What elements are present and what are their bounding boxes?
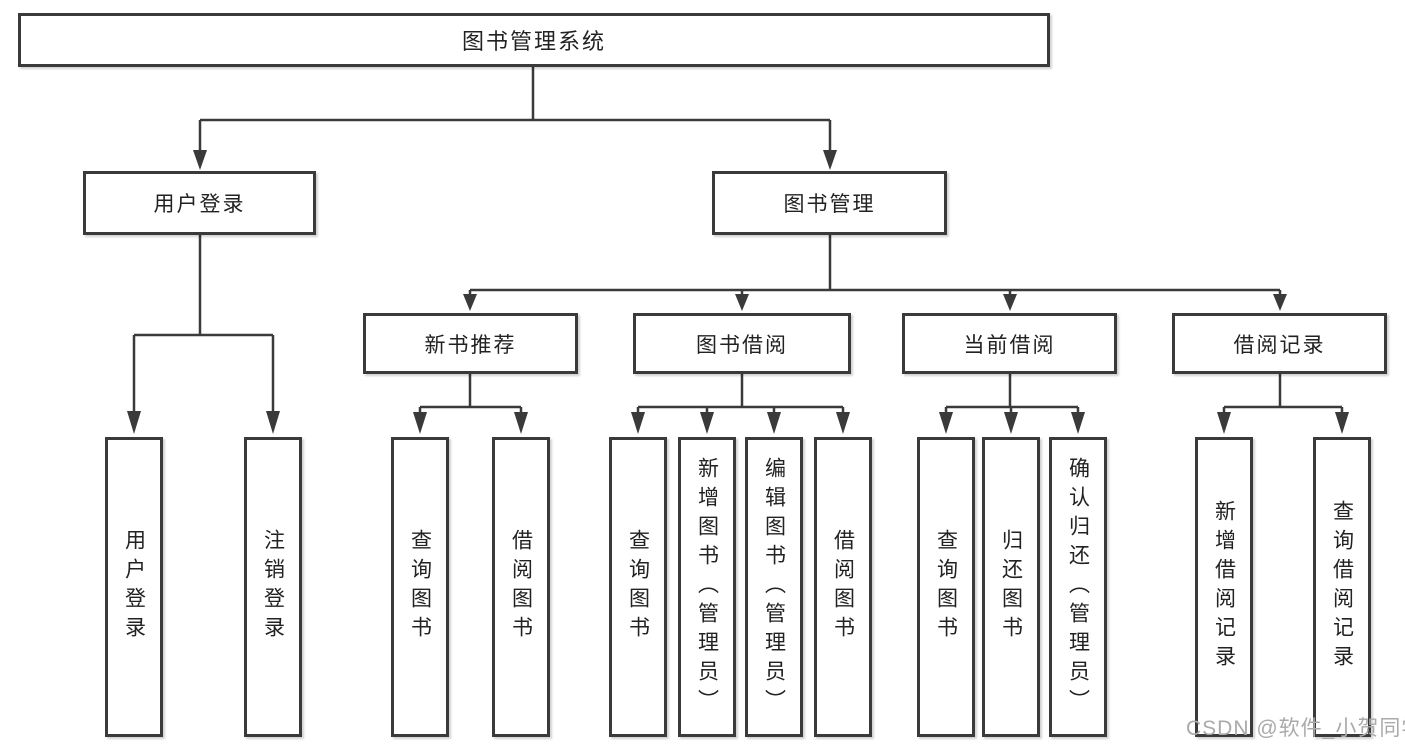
edge-current-borrow-split [939,374,1085,434]
node-current-borrow: 当前借阅 [902,313,1117,374]
leaf-current-return-book: 归还图书 [982,437,1040,737]
leaf-label: 借阅图书 [509,529,533,645]
arrowhead-icon [1273,294,1287,311]
arrowhead-icon [1003,294,1017,311]
arrowhead-icon [463,294,477,311]
leaf-label: 注销登录 [261,529,285,645]
leaf-current-confirm-return-admin: 确认归还（管理员） [1049,437,1107,737]
arrowhead-icon [735,294,749,311]
edge-user-login-split [127,235,280,434]
leaf-new-book-borrow: 借阅图书 [492,437,550,737]
arrowhead-icon [266,411,280,434]
leaf-new-book-query: 查询图书 [391,437,449,737]
arrowhead-icon [631,412,645,434]
node-new-book-recommend: 新书推荐 [363,313,578,374]
edge-book-management-split [463,235,1287,311]
node-book-management: 图书管理 [712,171,947,235]
arrowhead-icon [836,412,850,434]
leaf-label: 查询借阅记录 [1330,500,1354,674]
leaf-label: 归还图书 [999,529,1023,645]
leaf-label: 用户登录 [122,529,146,645]
arrowhead-icon [823,150,837,170]
leaf-label: 借阅图书 [831,529,855,645]
leaf-record-query: 查询借阅记录 [1313,437,1371,737]
edge-borrow-record-split [1217,374,1349,434]
leaf-borrow-edit-book-admin: 编辑图书（管理员） [745,437,803,737]
arrowhead-icon [767,412,781,434]
arrowhead-icon [514,412,528,434]
arrowhead-icon [193,150,207,170]
leaf-label: 新增借阅记录 [1212,500,1236,674]
arrowhead-icon [1335,412,1349,434]
arrowhead-icon [1217,412,1231,434]
edge-book-borrow-split [631,374,850,434]
edge-root-split [193,67,837,170]
arrowhead-icon [127,411,141,434]
leaf-logout-login: 注销登录 [244,437,302,737]
leaf-user-login: 用户登录 [105,437,163,737]
node-borrow-record: 借阅记录 [1172,313,1387,374]
leaf-label: 确认归还（管理员） [1066,456,1090,718]
leaf-label: 新增图书（管理员） [695,456,719,718]
arrowhead-icon [413,412,427,434]
leaf-borrow-query-book: 查询图书 [609,437,667,737]
node-user-login: 用户登录 [83,171,316,235]
node-library-management-system: 图书管理系统 [18,13,1050,67]
arrowhead-icon [1071,412,1085,434]
leaf-label: 编辑图书（管理员） [762,456,786,718]
arrowhead-icon [700,412,714,434]
leaf-label: 查询图书 [408,529,432,645]
leaf-borrow-borrow-book: 借阅图书 [814,437,872,737]
arrowhead-icon [939,412,953,434]
csdn-watermark: CSDN @软件_小贺同学 [1186,717,1405,740]
leaf-label: 查询图书 [626,529,650,645]
node-book-borrow: 图书借阅 [633,313,851,374]
leaf-borrow-add-book-admin: 新增图书（管理员） [678,437,736,737]
arrowhead-icon [1004,412,1018,434]
edge-new-book-split [413,374,528,434]
leaf-label: 查询图书 [934,529,958,645]
leaf-record-add: 新增借阅记录 [1195,437,1253,737]
leaf-current-query-book: 查询图书 [917,437,975,737]
